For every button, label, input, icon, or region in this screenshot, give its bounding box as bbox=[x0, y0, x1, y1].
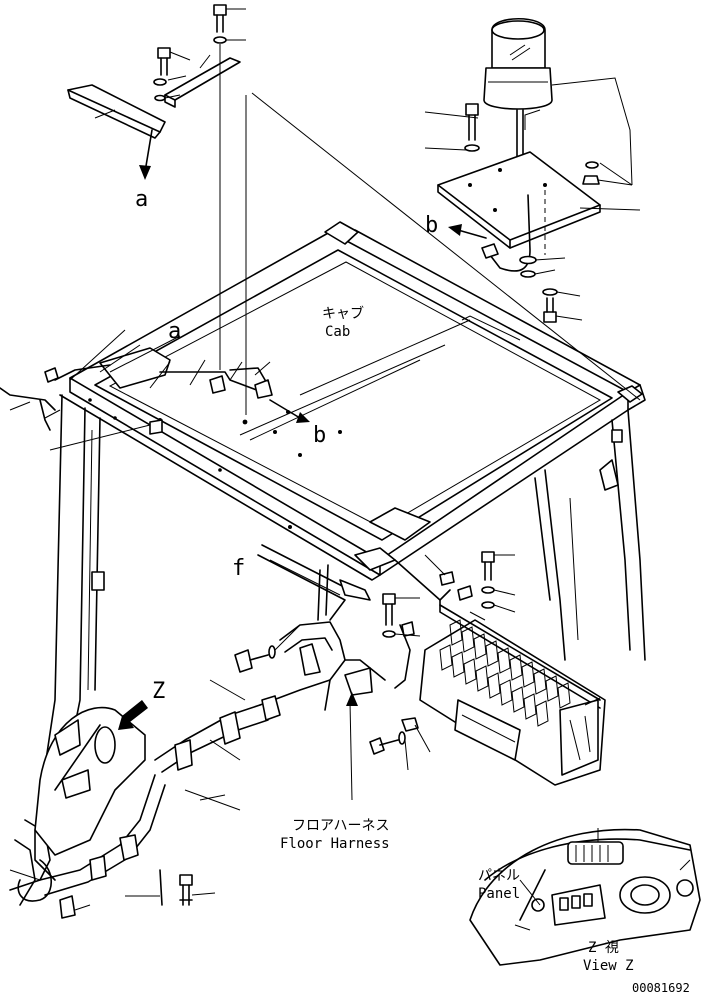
beacon-lamp-group bbox=[424, 17, 641, 323]
label-floor-harness-en: Floor Harness bbox=[280, 836, 390, 852]
drawing-number: 00081692 bbox=[632, 981, 690, 995]
label-cab-en: Cab bbox=[325, 324, 350, 340]
cab-roof bbox=[59, 221, 646, 581]
control-panel-assembly bbox=[369, 551, 606, 786]
label-a-top: a bbox=[135, 187, 148, 212]
side-console bbox=[34, 700, 148, 881]
label-view-z-en: View Z bbox=[583, 958, 634, 974]
label-view-z-jp: Z 視 bbox=[588, 940, 619, 956]
label-a-roof: a bbox=[168, 319, 181, 344]
top-left-bracket-group bbox=[67, 4, 641, 415]
label-panel-en: Panel bbox=[478, 886, 520, 902]
label-z: Z bbox=[152, 679, 165, 704]
roof-front-harness bbox=[0, 329, 310, 451]
rear-rail bbox=[257, 544, 451, 621]
label-cab-jp: キャブ bbox=[322, 305, 364, 322]
label-floor-harness-jp: フロアハーネス bbox=[292, 818, 389, 834]
label-b-top: b bbox=[425, 213, 438, 238]
label-b-roof: b bbox=[313, 423, 326, 448]
label-f: f bbox=[232, 556, 245, 581]
label-panel-jp: パネル bbox=[478, 868, 520, 884]
floor-harness bbox=[9, 621, 386, 919]
text-labels: a a b b f Z キャブ Cab フロアハーネス Floor Harnes… bbox=[135, 187, 690, 995]
view-z-inset bbox=[469, 828, 701, 966]
